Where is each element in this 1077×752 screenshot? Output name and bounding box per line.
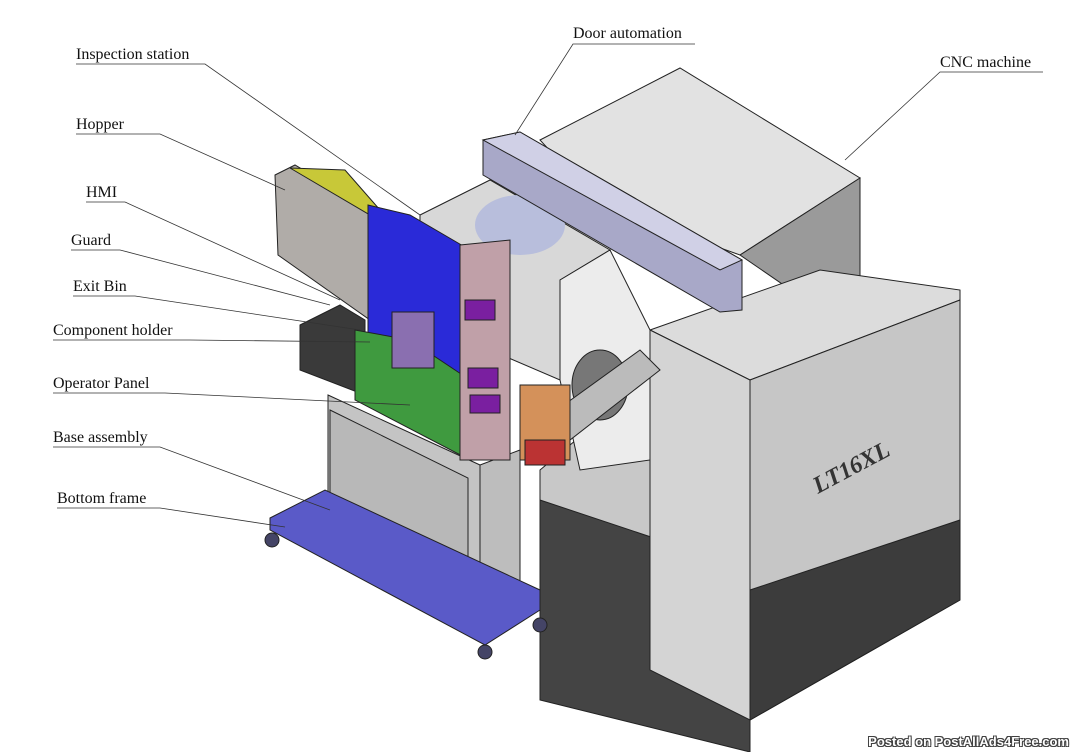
label-base-assembly: Base assembly bbox=[53, 429, 148, 446]
cnc-right-block-front bbox=[649, 329, 751, 721]
label-inspection-station: Inspection station bbox=[76, 46, 190, 63]
leader-lines bbox=[53, 43, 1043, 528]
label-bottom-frame: Bottom frame bbox=[57, 490, 147, 507]
watermark: Posted on PostAllAds4Free.com bbox=[868, 734, 1069, 749]
label-cnc-machine: CNC machine bbox=[940, 54, 1032, 71]
label-hopper: Hopper bbox=[76, 116, 124, 133]
label-guard: Guard bbox=[71, 232, 111, 249]
label-exit-bin: Exit Bin bbox=[73, 278, 127, 295]
cnc-right-block-bottom bbox=[749, 519, 961, 721]
bottom-frame bbox=[269, 489, 541, 646]
label-operator-panel: Operator Panel bbox=[53, 375, 150, 392]
label-hmi: HMI bbox=[86, 184, 118, 201]
label-door-automation: Door automation bbox=[573, 25, 682, 42]
hmi-screen bbox=[391, 311, 435, 369]
label-component-holder: Component holder bbox=[53, 322, 173, 339]
